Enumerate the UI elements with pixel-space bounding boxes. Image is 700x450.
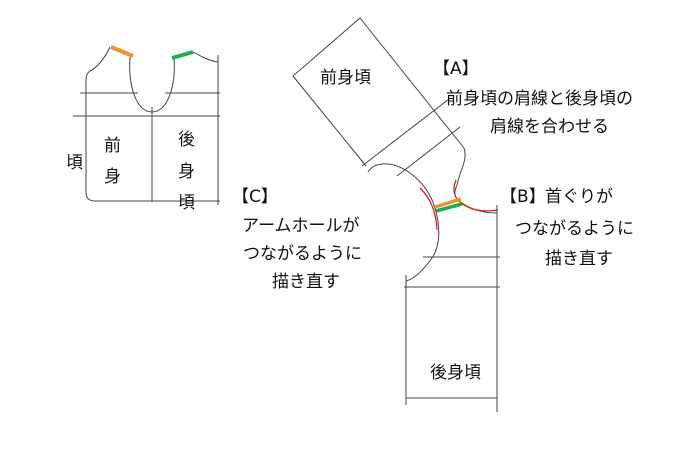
- joined-pattern: 前身頃 後身頃: [292, 17, 500, 412]
- back-label-3: 頃: [178, 193, 195, 213]
- front-bodice-label: 前身頃: [320, 68, 371, 88]
- back-shoulder-mark: [171, 50, 194, 60]
- note-a-line-2: 肩線を合わせる: [490, 117, 609, 137]
- note-c-line-3: 描き直す: [272, 272, 340, 292]
- neck-redraw: [453, 179, 499, 212]
- note-c: 【C】 アームホールが つながるように 描き直す: [232, 187, 362, 292]
- back-bodice-label: 後身頃: [430, 363, 481, 383]
- note-c-tag: 【C】: [232, 187, 278, 207]
- note-a-line-1: 前身頃の肩線と後身頃の: [446, 89, 633, 109]
- front-label-1: 前: [104, 136, 121, 156]
- left-outline: [85, 46, 220, 202]
- front-shoulder-mark: [434, 197, 462, 209]
- front-bodice-outline: [292, 17, 466, 186]
- front-shoulder-mark: [110, 45, 134, 58]
- note-a-tag: 【A】: [433, 59, 479, 79]
- armhole-redraw: [419, 187, 438, 231]
- note-b-tag: 【B】: [500, 187, 546, 207]
- note-b-line-2: つながるように: [515, 219, 634, 239]
- note-c-line-2: つながるように: [243, 244, 362, 264]
- front-armhole-line: [396, 126, 461, 177]
- note-c-line-1: アームホールが: [242, 216, 359, 236]
- note-b-line-3: 描き直す: [545, 249, 613, 269]
- back-label-2: 身: [178, 162, 195, 182]
- armhole-curve: [367, 163, 440, 282]
- neck-curve: [454, 184, 498, 214]
- note-b-line-1: 首ぐりが: [545, 187, 613, 207]
- back-shoulder-mark: [435, 202, 463, 213]
- back-label-1: 後: [178, 130, 195, 150]
- neckline-curve: [129, 56, 175, 113]
- note-b: 【B】 首ぐりが つながるように 描き直す: [500, 187, 634, 269]
- front-label-2: 身: [104, 167, 121, 187]
- front-chest-line: [361, 98, 450, 167]
- side-label: 頃: [66, 153, 83, 173]
- back-shoulder-line: [192, 51, 219, 63]
- note-a: 【A】 前身頃の肩線と後身頃の 肩線を合わせる: [433, 59, 633, 137]
- left-pattern: 前 身 後 身 頃 頃: [66, 45, 220, 213]
